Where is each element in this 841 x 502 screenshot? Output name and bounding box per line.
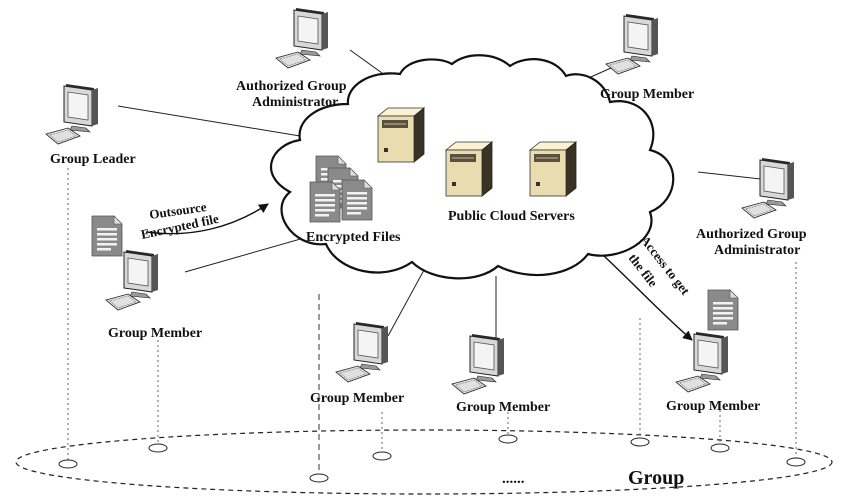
computer-icon xyxy=(451,333,505,395)
computer-icon xyxy=(675,331,729,393)
membership-lines xyxy=(67,168,797,460)
group-leader-label: Group Leader xyxy=(50,152,136,167)
computer-icon xyxy=(741,157,795,219)
auth-admin-right-label-1: Authorized Group xyxy=(696,227,807,242)
computer-icon xyxy=(605,13,659,75)
auth-admin-right-label-2: Administrator xyxy=(714,243,800,258)
group-member-center-left-label: Group Member xyxy=(310,391,404,406)
document-icon xyxy=(341,179,373,221)
group-member-left-label: Group Member xyxy=(108,326,202,341)
group-nodes xyxy=(58,434,806,483)
server-icon xyxy=(529,141,577,197)
document-icon xyxy=(309,181,341,223)
group-label: Group xyxy=(628,467,684,489)
server-icon xyxy=(377,107,425,163)
computer-icon xyxy=(105,249,159,311)
group-member-bottom-right-label: Group Member xyxy=(666,399,760,414)
outsource-arrow xyxy=(145,203,269,235)
group-member-center-right-label: Group Member xyxy=(456,400,550,415)
access-arrow xyxy=(603,255,693,341)
auth-admin-top-label-1: Authorized Group xyxy=(236,79,347,94)
computer-icon xyxy=(275,7,329,69)
computer-icon xyxy=(45,83,99,145)
document-icon xyxy=(707,289,739,331)
group-ellipse xyxy=(15,429,833,495)
connection-lines xyxy=(117,49,771,340)
group-member-top-right-label: Group Member xyxy=(600,87,694,102)
server-icon xyxy=(445,141,493,197)
encrypted-files-label: Encrypted Files xyxy=(306,230,401,245)
public-cloud-servers-label: Public Cloud Servers xyxy=(448,209,575,224)
auth-admin-top-label-2: Administrator xyxy=(252,95,338,110)
document-icon xyxy=(91,215,123,257)
computer-icon xyxy=(335,321,389,383)
ellipsis-label: ...... xyxy=(502,471,525,487)
